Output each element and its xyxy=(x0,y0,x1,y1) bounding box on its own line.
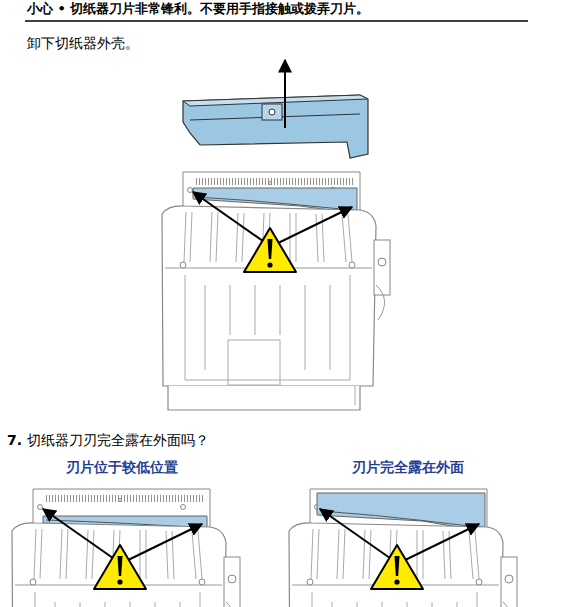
cutter-main xyxy=(162,172,390,410)
cutter-blade-exposed xyxy=(289,489,517,607)
cutter-blade-lowered xyxy=(12,489,240,607)
step-text: 卸下切纸器外壳。 xyxy=(27,35,139,52)
step-number: 7. xyxy=(7,432,22,449)
cutter-cover xyxy=(183,60,368,158)
step-question: 切纸器刀刃完全露在外面吗？ xyxy=(27,432,209,449)
caution-note: 小心 • 切纸器刀片非常锋利。不要用手指接触或拨弄刀片。 xyxy=(27,1,369,17)
option-heading: 刃片完全露在外面 xyxy=(352,459,464,476)
option-heading: 刃片位于较低位置 xyxy=(66,459,178,476)
rule-line xyxy=(25,20,528,22)
